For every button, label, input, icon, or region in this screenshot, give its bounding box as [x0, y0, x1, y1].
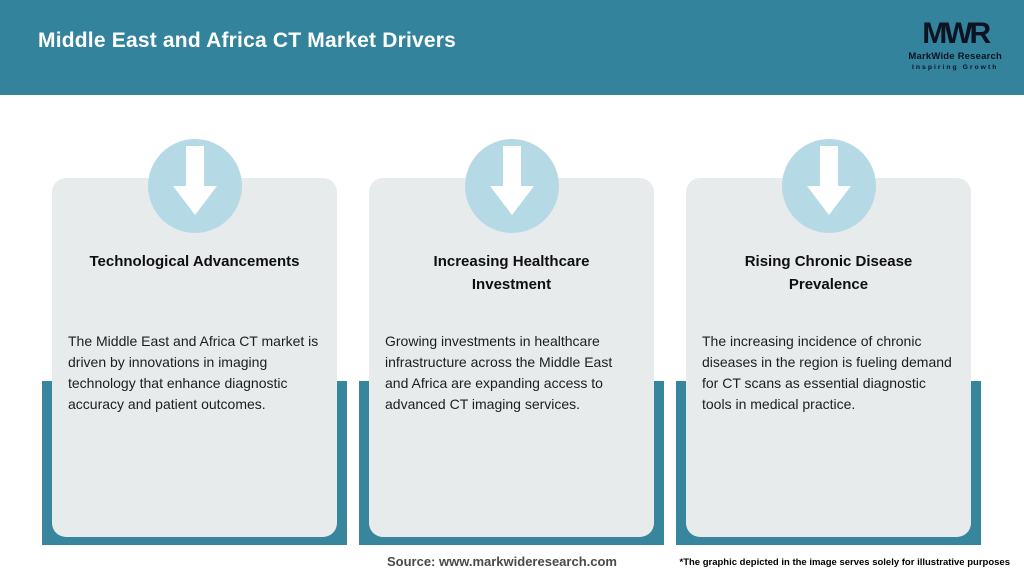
arrow-circle	[147, 139, 242, 233]
card-description: The Middle East and Africa CT market is …	[68, 333, 319, 412]
driver-card-technological-advancements: Technological Advancements The Middle Ea…	[42, 139, 347, 545]
driver-card: Rising Chronic Disease Prevalence The in…	[686, 178, 971, 537]
markwide-logo: MWR MarkWide Research Inspiring Growth	[908, 9, 1002, 71]
disclaimer-text: *The graphic depicted in the image serve…	[679, 557, 1011, 568]
driver-card-increasing-healthcare-investment: Increasing Healthcare Investment Growing…	[359, 139, 664, 545]
arrow-circle	[781, 139, 876, 233]
arrow-circle	[464, 139, 559, 233]
logo-name: MarkWide Research	[908, 51, 1002, 63]
logo-acronym: MWR	[922, 17, 991, 51]
card-description: The increasing incidence of chronic dise…	[702, 333, 952, 412]
logo-tagline: Inspiring Growth	[912, 63, 999, 71]
header-bar: Middle East and Africa CT Market Drivers…	[0, 0, 1024, 95]
page-title: Middle East and Africa CT Market Drivers	[38, 28, 457, 52]
card-description: Growing investments in healthcare infras…	[385, 333, 613, 412]
arrow-down-icon	[172, 146, 217, 215]
card-title: Technological Advancements	[89, 253, 300, 270]
arrow-down-icon	[489, 146, 534, 215]
card-title: Rising Chronic Disease Prevalence	[744, 253, 913, 293]
arrow-down-icon	[806, 146, 851, 215]
card-title: Increasing Healthcare Investment	[433, 253, 590, 293]
drivers-row: Technological Advancements The Middle Ea…	[42, 139, 981, 545]
source-text: Source: www.markwideresearch.com	[386, 554, 617, 569]
driver-card: Technological Advancements The Middle Ea…	[52, 178, 337, 537]
driver-card: Increasing Healthcare Investment Growing…	[369, 178, 654, 537]
driver-card-rising-chronic-disease-prevalence: Rising Chronic Disease Prevalence The in…	[676, 139, 981, 545]
